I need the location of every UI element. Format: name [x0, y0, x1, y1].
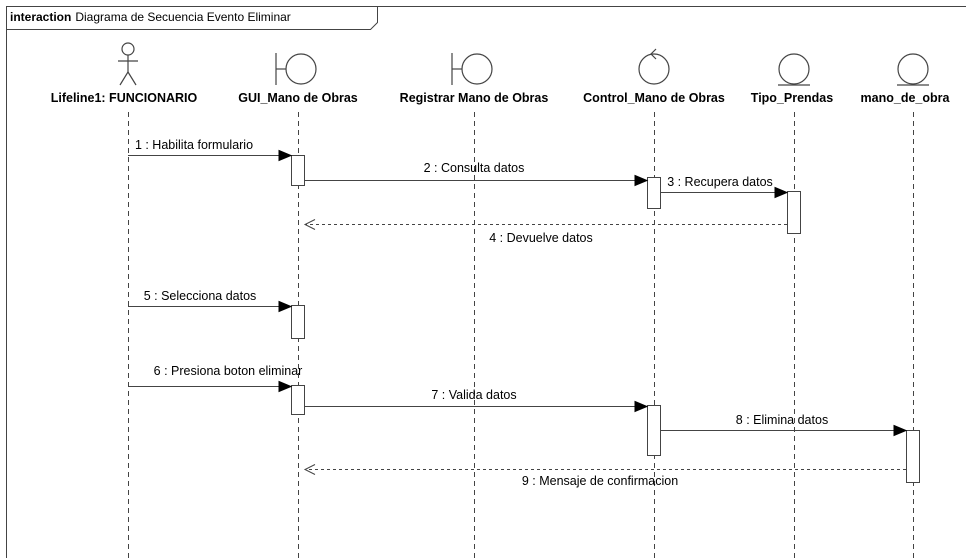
actor-icon: [118, 42, 138, 86]
filled-arrowhead-icon: [634, 400, 649, 413]
open-arrowhead-icon: [303, 219, 316, 230]
activation-bar-tipo: [787, 191, 801, 234]
activation-bar-gui: [291, 385, 305, 415]
lifeline-funcionario[interactable]: Lifeline1: FUNCIONARIO: [51, 42, 198, 558]
message-label: 7 : Valida datos: [431, 388, 516, 402]
message-label: 4 : Devuelve datos: [489, 231, 593, 245]
filled-arrowhead-icon: [278, 380, 293, 393]
activation-bar-gui: [291, 155, 305, 186]
lifeline-tipo[interactable]: Tipo_Prendas: [751, 53, 833, 558]
message-label: 2 : Consulta datos: [424, 161, 525, 175]
open-arrowhead-icon: [303, 464, 316, 475]
message-3[interactable]: 3 : Recupera datos: [660, 175, 789, 199]
filled-arrowhead-icon: [278, 300, 293, 313]
lifeline-registrar[interactable]: Registrar Mano de Obras: [400, 53, 549, 558]
interaction-frame: [6, 6, 966, 558]
lifeline-name: Registrar Mano de Obras: [400, 91, 549, 105]
frame-title: Diagrama de Secuencia Evento Eliminar: [75, 10, 290, 24]
filled-arrowhead-icon: [774, 186, 789, 199]
filled-arrowhead-icon: [634, 174, 649, 187]
message-label: 1 : Habilita formulario: [135, 138, 253, 152]
message-label: 3 : Recupera datos: [667, 175, 773, 189]
message-label: 5 : Selecciona datos: [144, 289, 257, 303]
message-9[interactable]: 9 : Mensaje de confirmacion: [303, 464, 906, 489]
boundary-icon: [451, 53, 493, 85]
activation-bar-mano: [906, 430, 920, 483]
filled-arrowhead-icon: [278, 149, 293, 162]
message-5[interactable]: 5 : Selecciona datos: [128, 289, 293, 313]
filled-arrowhead-icon: [893, 424, 908, 437]
message-label: 8 : Elimina datos: [736, 413, 828, 427]
lifeline-name: Control_Mano de Obras: [583, 91, 725, 105]
message-label: 9 : Mensaje de confirmacion: [522, 474, 678, 488]
entity-icon: [778, 53, 810, 86]
frame-tab-border: [6, 6, 378, 30]
message-6[interactable]: 6 : Presiona boton eliminar: [128, 364, 303, 393]
message-label: 6 : Presiona boton eliminar: [154, 364, 303, 378]
boundary-icon: [275, 53, 317, 85]
entity-icon: [897, 53, 929, 86]
frame-tab-label: interaction Diagrama de Secuencia Evento …: [10, 10, 291, 24]
lifeline-name: Tipo_Prendas: [751, 91, 833, 105]
message-4[interactable]: 4 : Devuelve datos: [303, 219, 787, 246]
message-1[interactable]: 1 : Habilita formulario: [128, 138, 293, 162]
lifeline-name: mano_de_obra: [861, 91, 951, 105]
activation-bar-gui: [291, 305, 305, 339]
lifeline-name: Lifeline1: FUNCIONARIO: [51, 91, 198, 105]
message-7[interactable]: 7 : Valida datos: [305, 388, 649, 413]
activation-bar-control: [647, 405, 661, 456]
lifeline-gui[interactable]: GUI_Mano de Obras: [238, 53, 358, 558]
message-8[interactable]: 8 : Elimina datos: [660, 413, 908, 437]
control-icon: [638, 48, 670, 85]
frame-keyword: interaction: [10, 10, 71, 24]
message-2[interactable]: 2 : Consulta datos: [305, 161, 649, 187]
activation-bar-control: [647, 177, 661, 209]
lifeline-mano[interactable]: mano_de_obra: [861, 53, 951, 558]
lifeline-name: GUI_Mano de Obras: [238, 91, 358, 105]
